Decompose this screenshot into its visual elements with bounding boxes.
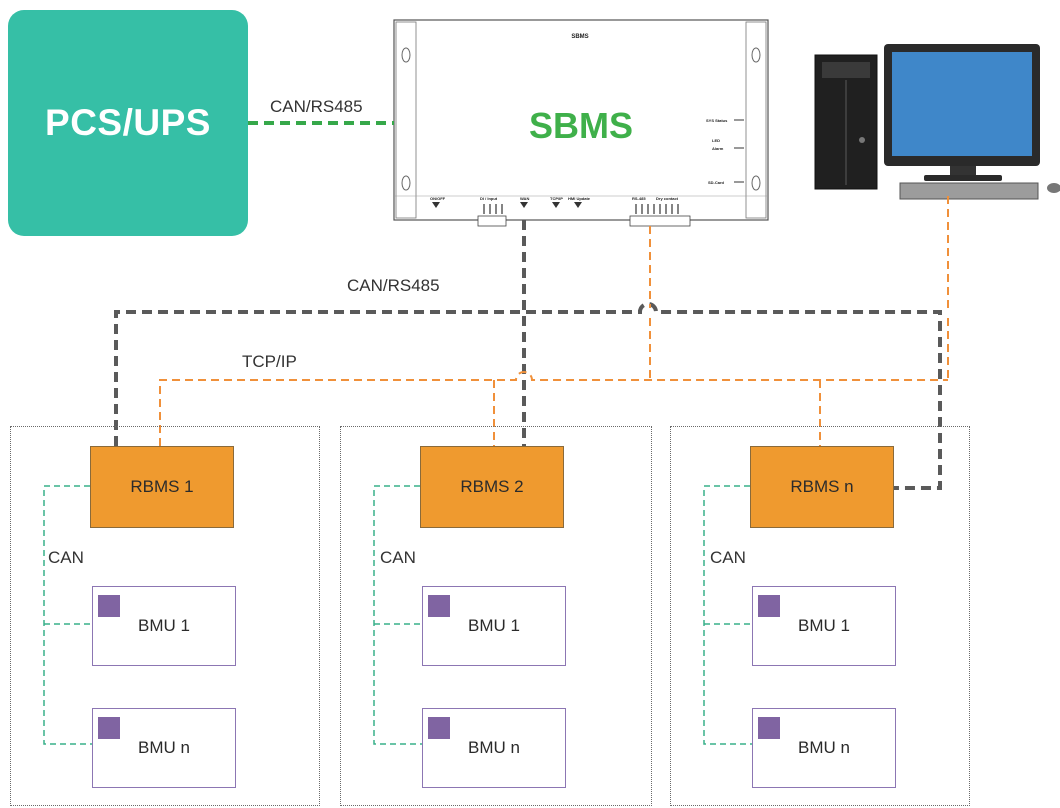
bmu-marker: [98, 717, 120, 739]
rack-zone-n: [670, 426, 970, 806]
bmu-n-rack-n: BMU n: [752, 708, 896, 788]
sbms-header-label: SBMS: [571, 34, 588, 40]
bmu-marker: [428, 595, 450, 617]
terminal-block-di: [477, 215, 507, 227]
can-links: [43, 485, 752, 745]
bmu-1-rack-n: BMU 1: [752, 586, 896, 666]
side-label-alarm: Alarm: [712, 146, 724, 151]
bmu-label: BMU 1: [468, 616, 520, 635]
port-label-tcp: TCP/IP: [550, 196, 563, 201]
port-label-hmi: HMI Update: [568, 196, 591, 201]
bmu-label: BMU 1: [138, 616, 190, 635]
port-label-wan: WAN: [520, 196, 529, 201]
port-label-di: DI / Input: [480, 196, 498, 201]
bmu-n-rack-2: BMU n: [422, 708, 566, 788]
terminal-block-io: [629, 215, 691, 227]
rbms-1: RBMS 1: [90, 446, 234, 528]
bmu-marker: [758, 595, 780, 617]
bmu-label: BMU n: [468, 738, 520, 757]
bmu-marker: [758, 717, 780, 739]
can-label-2: CAN: [380, 548, 416, 567]
port-label-dry: Dry contact: [656, 196, 679, 201]
sbms-title: SBMS: [529, 105, 633, 146]
bmu-1-rack-1: BMU 1: [92, 586, 236, 666]
tcp-ip-label: TCP/IP: [242, 352, 297, 371]
bmu-n-rack-1: BMU n: [92, 708, 236, 788]
can-rs485-bus: [114, 220, 942, 490]
sbms-port-markers: [432, 202, 582, 208]
bmu-marker: [428, 717, 450, 739]
can-label-1: CAN: [48, 548, 84, 567]
bmu-marker: [98, 595, 120, 617]
side-label-sdcard: SD-Card: [708, 180, 725, 185]
bmu-1-rack-2: BMU 1: [422, 586, 566, 666]
port-label-rs485: RS-485: [632, 196, 646, 201]
bmu-label: BMU n: [798, 738, 850, 757]
rbms-2: RBMS 2: [420, 446, 564, 528]
rack-zone-1: [10, 426, 320, 806]
sbms-device: SBMS SBMS ON/OFF DI / Input WAN TCP/IP H…: [393, 19, 769, 227]
rbms-n: RBMS n: [750, 446, 894, 528]
side-label-status: SYS Status: [706, 118, 728, 123]
pcs-ups-block: PCS/UPS: [8, 10, 248, 236]
pcs-link-label: CAN/RS485: [270, 97, 363, 116]
rack-zone-2: [340, 426, 652, 806]
can-rs485-label: CAN/RS485: [347, 276, 440, 295]
computer-icon: [814, 44, 1060, 200]
side-label-led: LED: [712, 138, 720, 143]
can-label-n: CAN: [710, 548, 746, 567]
bmu-label: BMU 1: [798, 616, 850, 635]
bmu-label: BMU n: [138, 738, 190, 757]
tcp-ip-bus: [159, 196, 949, 446]
port-label-onoff: ON/OFF: [430, 196, 446, 201]
pcs-ups-label: PCS/UPS: [45, 102, 211, 143]
